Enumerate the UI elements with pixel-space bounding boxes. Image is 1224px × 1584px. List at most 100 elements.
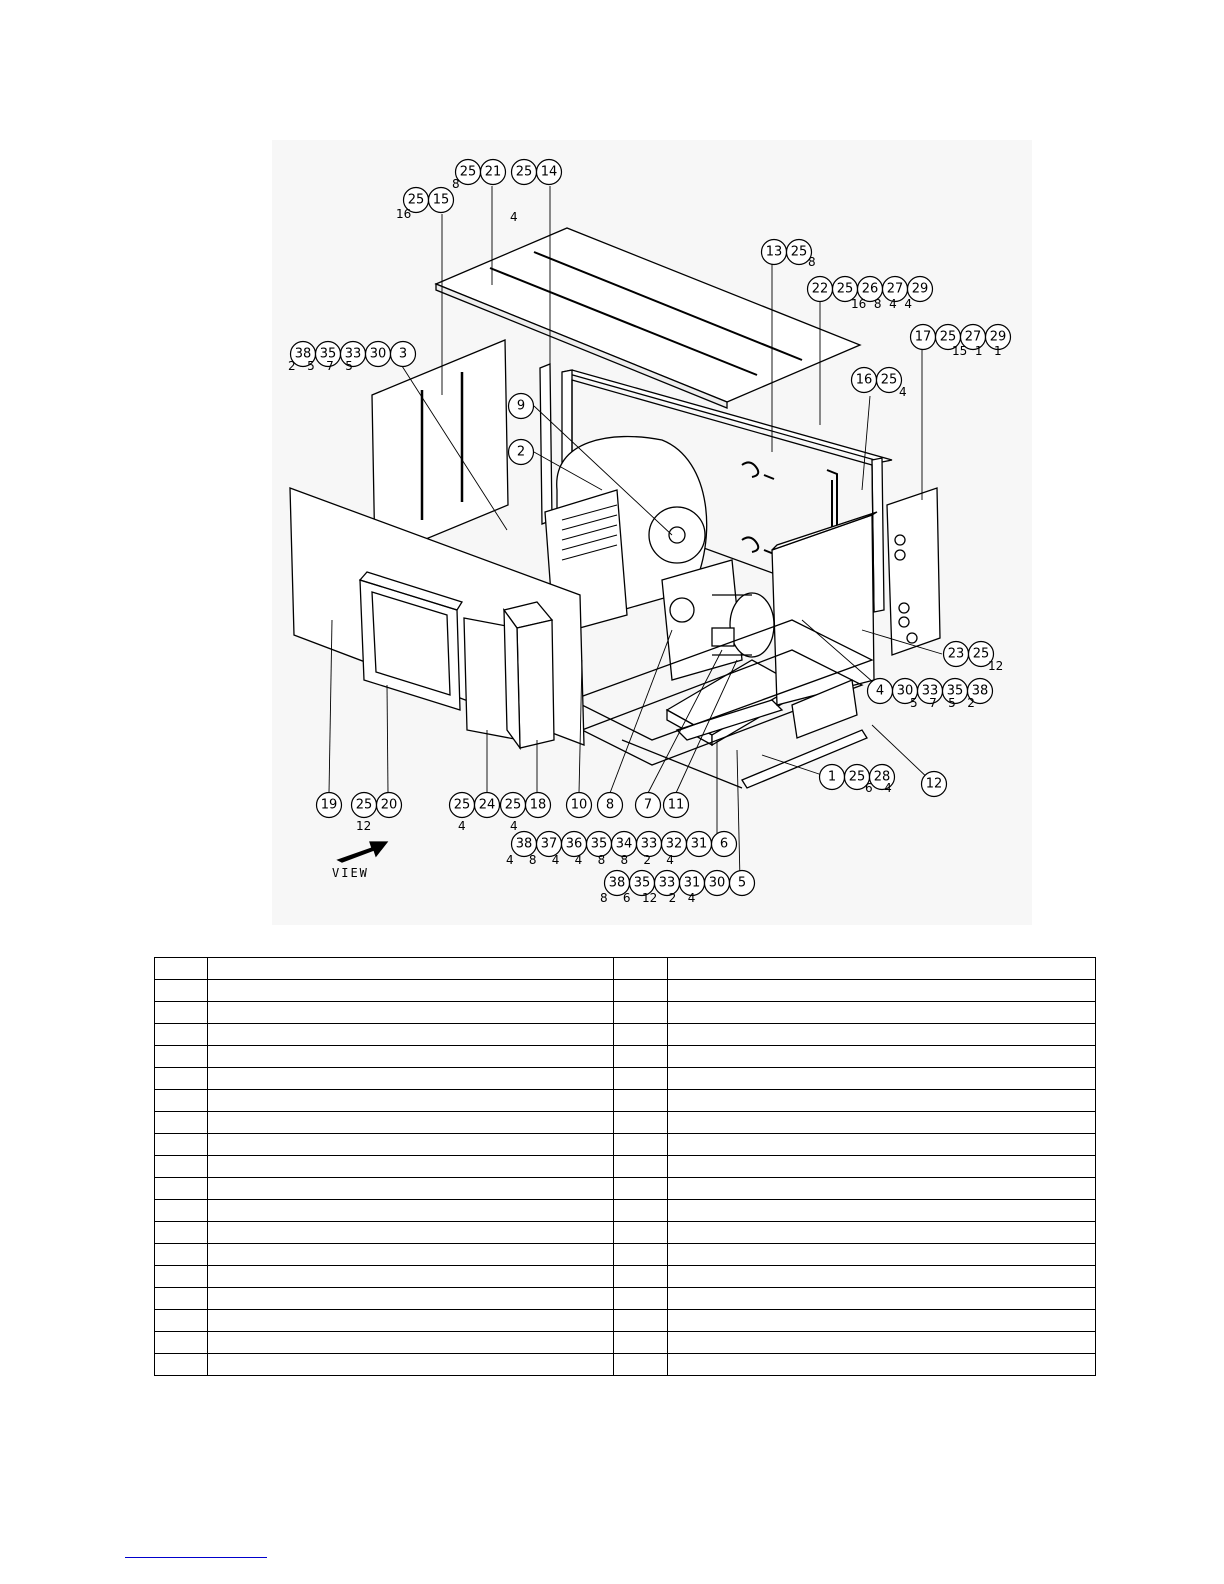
callout-number: 18 [530,798,547,813]
table-cell [613,1155,668,1178]
callout-bubble [535,158,563,186]
base-frame [570,619,874,789]
table-cell [666,979,1097,1002]
callout-number: 32 [666,837,683,852]
callout-c-9: 9 [507,392,535,420]
callout-number: 37 [541,837,558,852]
table-row [153,1089,1097,1112]
table-cell [666,1111,1097,1134]
table-cell [666,1243,1097,1266]
callout-number: 16 [856,373,873,388]
callout-number: 35 [320,347,337,362]
callout-number: 36 [566,837,583,852]
callout-bubble [967,640,995,668]
table-cell [613,1045,668,1068]
callout-number: 10 [571,798,588,813]
table-cell [666,1265,1097,1288]
table-cell [153,1133,209,1156]
callout-number: 27 [887,282,904,297]
callout-number: 25 [516,165,533,180]
table-cell [613,1309,668,1332]
table-cell [613,1177,668,1200]
diagram-drawing: 2521251425151325222526272917252729383533… [288,158,1012,905]
table-cell [153,1155,209,1178]
table-cell [153,1089,209,1112]
table-row [153,979,1097,1002]
quantity-label: 8 [452,177,460,191]
table-cell [153,1023,209,1046]
table-cell [613,1353,668,1376]
table-cell [613,1331,668,1354]
callout-number: 25 [505,798,522,813]
table-cell [207,1353,615,1376]
callout-bubble [524,791,552,819]
duct-flange [358,571,463,711]
callout-bubble [634,791,662,819]
table-cell [153,1111,209,1134]
callout-bubble [479,158,507,186]
table-row [153,1111,1097,1134]
callout-number: 25 [973,647,990,662]
callout-bubble [315,791,343,819]
quantity-label: 12 [356,819,371,833]
table-cell [613,979,668,1002]
callout-number: 22 [812,282,829,297]
table-cell [207,1243,615,1266]
table-row [153,1067,1097,1090]
table-cell [153,979,209,1002]
callout-number: 29 [990,330,1007,345]
callout-bubble [710,830,738,858]
callout-number: 14 [541,165,558,180]
callout-number: 8 [606,798,614,813]
callout-number: 25 [881,373,898,388]
callout-c-12: 12 [920,770,948,798]
table-row [153,1001,1097,1024]
table-cell [613,1243,668,1266]
callout-number: 1 [828,770,836,785]
callout-number: 33 [922,684,939,699]
table-cell [207,1177,615,1200]
callout-bubble [906,275,934,303]
table-cell [207,1133,615,1156]
callout-number: 6 [720,837,728,852]
table-cell [207,1089,615,1112]
right-panel [771,511,878,706]
callout-number: 25 [837,282,854,297]
callout-bubble [662,791,690,819]
table-row [153,1243,1097,1266]
callout-number: 35 [947,684,964,699]
table-cell [666,1177,1097,1200]
callout-number: 12 [926,777,943,792]
quantity-label: 4 [899,385,907,399]
table-cell [207,1199,615,1222]
callout-number: 2 [517,445,525,460]
table-cell [666,1309,1097,1332]
table-cell [613,1023,668,1046]
table-row [153,1265,1097,1288]
callout-number: 31 [684,876,701,891]
table-cell [207,979,615,1002]
table-row [153,1331,1097,1354]
footer-link-underline[interactable] [125,1557,267,1558]
table-cell [153,1287,209,1310]
callout-bubble [427,186,455,214]
callout-c-11: 11 [662,791,690,819]
quantity-label: 4 8 4 4 8 8 2 4 [506,853,674,867]
table-cell [153,1199,209,1222]
table-cell [613,1001,668,1024]
table-row [153,1309,1097,1332]
callout-bubble [565,791,593,819]
callout-number: 17 [915,330,932,345]
table-cell [153,1265,209,1288]
callout-c-8: 8 [596,791,624,819]
callout-number: 4 [876,684,884,699]
callout-number: 33 [345,347,362,362]
table-cell [666,1199,1097,1222]
